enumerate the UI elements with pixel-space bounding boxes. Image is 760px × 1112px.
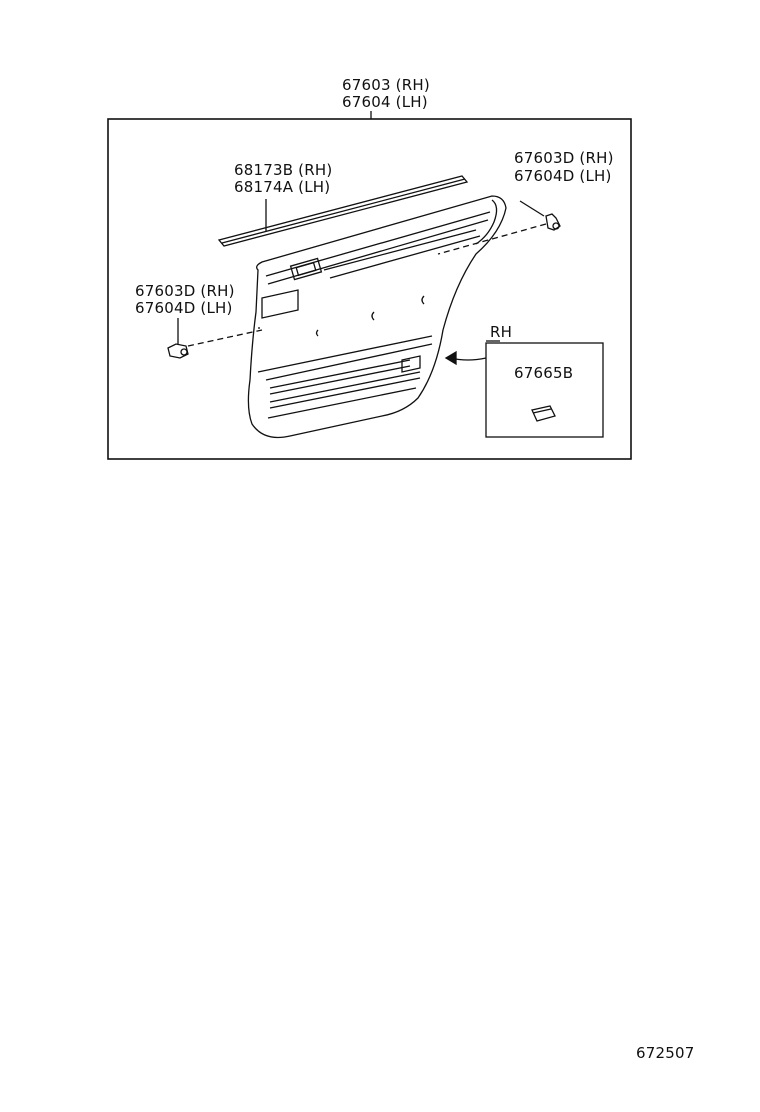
clip-right bbox=[437, 200, 561, 255]
inset-side-label: RH bbox=[490, 323, 513, 341]
weatherstrip-label-lh: 68174A (LH) bbox=[234, 178, 331, 196]
clip-right-label-rh: 67603D (RH) bbox=[514, 149, 614, 167]
clip-left-label-rh: 67603D (RH) bbox=[135, 282, 235, 300]
clip-right-label-lh: 67604D (LH) bbox=[514, 167, 612, 185]
clip-left-label-lh: 67604D (LH) bbox=[135, 299, 233, 317]
main-part-label-lh: 67604 (LH) bbox=[342, 93, 428, 111]
inset-part-label: 67665B bbox=[514, 364, 574, 382]
main-part-label-rh: 67603 (RH) bbox=[342, 76, 430, 94]
door-trim-panel bbox=[247, 195, 507, 439]
weatherstrip bbox=[217, 175, 469, 247]
clip-left bbox=[167, 318, 263, 359]
weatherstrip-label-rh: 68173B (RH) bbox=[234, 161, 333, 179]
figure-id: 672507 bbox=[636, 1044, 695, 1062]
diagram-frame bbox=[107, 118, 632, 460]
inset-box bbox=[444, 340, 604, 438]
